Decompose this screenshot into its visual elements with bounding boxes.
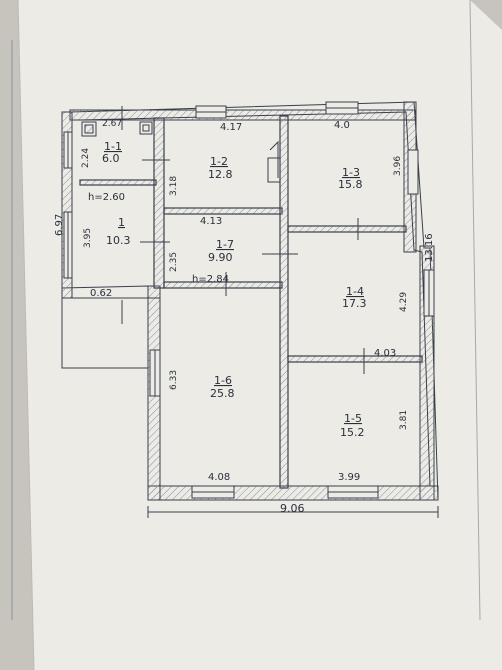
- dim-right-403: 4.03: [374, 348, 396, 359]
- dim-right-429: 4.29: [399, 292, 409, 312]
- height-label-260: h=2.60: [88, 192, 125, 203]
- room-area-1-3: 15.8: [338, 178, 363, 191]
- height-label-284: h=2.84: [192, 274, 229, 285]
- dim-top-mid: 4.17: [220, 122, 242, 133]
- doors: [121, 106, 365, 374]
- interior-walls: [79, 115, 423, 489]
- room-label-1-2: 1-2: [210, 155, 228, 168]
- room-area-1-7: 9.90: [208, 251, 233, 264]
- room-label-1-3: 1-3: [342, 166, 360, 179]
- overall-width-label: 9.06: [280, 502, 305, 515]
- dim-bottom-408: 4.08: [208, 472, 230, 483]
- porch-outline: [61, 297, 148, 369]
- window-right-upper: [407, 149, 419, 195]
- room-label-1-5: 1-5: [344, 412, 362, 425]
- windows: [63, 101, 435, 499]
- dim-mid-318: 3.18: [169, 176, 179, 196]
- room-label-1-6: 1-6: [214, 374, 232, 387]
- dim-bottom-left-062: 0.62: [90, 288, 112, 299]
- dim-mid-235: 2.35: [169, 252, 179, 272]
- room-area-1: 10.3: [106, 234, 131, 247]
- dim-top-left: 2.67: [102, 119, 122, 129]
- room-area-1-1: 6.0: [102, 152, 120, 165]
- room-area-1-6: 25.8: [210, 387, 235, 400]
- dim-right-396: 3.96: [393, 156, 403, 176]
- bath-fixtures: [81, 121, 153, 137]
- dim-bottom-399: 3.99: [338, 472, 360, 483]
- dim-left-224: 2.24: [81, 148, 91, 168]
- room-label-1-4: 1-4: [346, 285, 364, 298]
- room-label-1-1: 1-1: [104, 140, 122, 153]
- dim-right-1316: 13.16: [424, 233, 435, 262]
- chimney-block: [267, 140, 281, 183]
- dim-right-381: 3.81: [399, 410, 409, 430]
- room-label-1-7: 1-7: [216, 238, 234, 251]
- room-area-1-4: 17.3: [342, 297, 367, 310]
- dim-left-697: 6.97: [54, 214, 65, 236]
- room-label-1: 1: [118, 216, 125, 229]
- dim-mid-413: 4.13: [200, 216, 222, 227]
- dim-top-right: 4.0: [334, 120, 350, 131]
- paper-sheet: [18, 0, 502, 670]
- dim-left-633: 6.33: [169, 370, 179, 390]
- room-area-1-5: 15.2: [340, 426, 365, 439]
- room-area-1-2: 12.8: [208, 168, 233, 181]
- dim-left-395: 3.95: [83, 228, 93, 248]
